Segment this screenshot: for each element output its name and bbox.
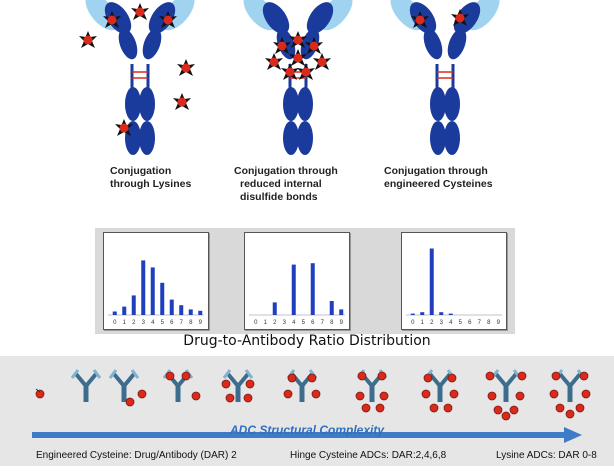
dar-bar-6: [169, 299, 174, 315]
dar-bar-6: [310, 263, 315, 315]
tick-label: 4: [292, 320, 296, 326]
tick-label: 7: [478, 320, 482, 326]
lysine-conjugation-label: Conjugation through Lysines: [110, 165, 192, 190]
tick-label: 7: [180, 320, 184, 326]
tick-label: 6: [468, 320, 472, 326]
antibody-illustrations: [77, 0, 508, 157]
tick-label: 2: [273, 320, 277, 326]
tick-label: 1: [123, 320, 127, 326]
dar-bar-8: [329, 301, 334, 315]
footer-hinge-cysteine: Hinge Cysteine ADCs: DAR:2,4,6,8: [290, 450, 447, 461]
tick-label: 5: [161, 320, 165, 326]
dar-bar-9: [198, 310, 203, 315]
disulfide-antibody-icon: [235, 0, 361, 157]
tick-label: 4: [151, 320, 155, 326]
distribution-title: Drug-to-Antibody Ratio Distribution: [183, 333, 431, 349]
tick-label: 9: [199, 320, 203, 326]
tick-label: 2: [132, 320, 136, 326]
cysteine-antibody-icon: [382, 0, 508, 157]
disulfide-conjugation-label: Conjugation through reduced internal dis…: [234, 165, 338, 203]
tick-label: 4: [449, 320, 453, 326]
tick-label: 2: [430, 320, 434, 326]
tick-label: 5: [302, 320, 306, 326]
dar-bar-5: [160, 282, 165, 315]
dar-bar-7: [179, 305, 184, 315]
tick-label: 1: [264, 320, 268, 326]
dar-bar-1: [420, 312, 425, 315]
complexity-band: [0, 356, 614, 466]
footer-lysine: Lysine ADCs: DAR 0-8: [496, 450, 597, 461]
complexity-arrow-label: ADC Structural Complexity: [229, 423, 385, 437]
footer-engineered-cysteine: Engineered Cysteine: Drug/Antibody (DAR)…: [36, 450, 237, 461]
cysteine-conjugation-label: Conjugation through engineered Cysteines: [384, 165, 493, 190]
dar-bar-0: [410, 313, 415, 315]
dar-bar-8: [188, 309, 193, 315]
dar-bar-0: [112, 311, 117, 315]
dar-bar-4: [291, 264, 296, 315]
tick-label: 6: [311, 320, 315, 326]
tick-label: 8: [189, 320, 193, 326]
dar-bar-4: [448, 313, 453, 315]
small-adc-icons: [32, 356, 591, 443]
tick-label: 8: [330, 320, 334, 326]
dar-bar-3: [439, 312, 444, 315]
dar-bar-2: [131, 295, 136, 315]
tick-label: 5: [459, 320, 463, 326]
tick-label: 7: [321, 320, 325, 326]
dar-bar-4: [150, 267, 155, 315]
dar-bar-1: [122, 306, 127, 315]
dar-bar-3: [141, 260, 146, 315]
tick-label: 3: [142, 320, 146, 326]
tick-label: 9: [497, 320, 501, 326]
tick-label: 9: [340, 320, 344, 326]
tick-label: 0: [113, 320, 117, 326]
dar-bar-2: [272, 302, 277, 315]
dar-bar-9: [339, 309, 344, 315]
complexity-arrow: [32, 432, 564, 438]
tick-label: 8: [487, 320, 491, 326]
tick-label: 6: [170, 320, 174, 326]
tick-label: 0: [254, 320, 258, 326]
lysine-antibody-icon: [77, 0, 203, 157]
tick-label: 1: [421, 320, 425, 326]
tick-label: 3: [283, 320, 287, 326]
tick-label: 0: [411, 320, 415, 326]
dar-bar-2: [429, 248, 434, 315]
tick-label: 3: [440, 320, 444, 326]
